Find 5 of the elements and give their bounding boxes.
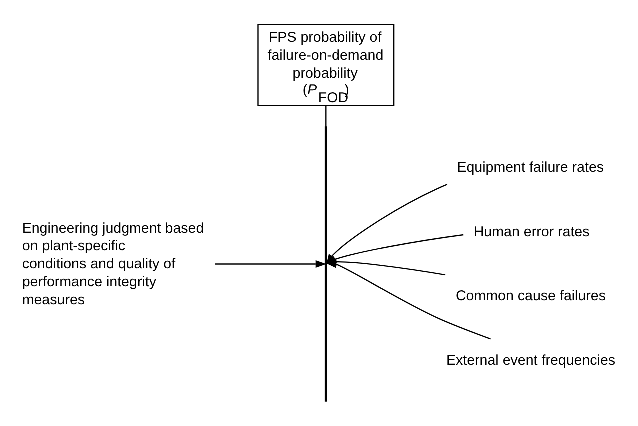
node-text: Equipment failure rates: [457, 160, 604, 176]
node-text: Human error rates: [474, 224, 590, 240]
node-text: External event frequencies: [446, 353, 616, 370]
node-text: Engineering judgment based on plant-specific conditions and quality of performance integrity measures: [22, 220, 204, 308]
node-text: Common cause failures: [456, 288, 606, 305]
